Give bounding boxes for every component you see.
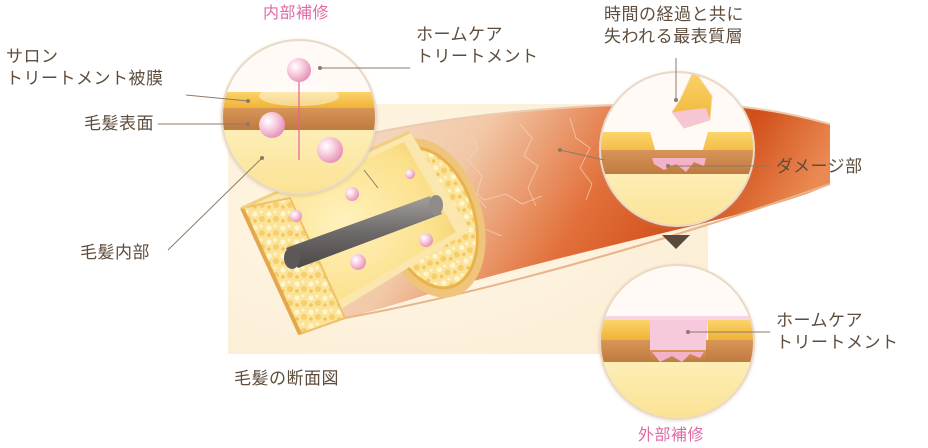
magnifier-external-repair [599,264,755,420]
leader-dots [246,66,690,334]
down-arrow-icon [662,235,690,249]
label-external-repair: 外部補修 [638,425,705,444]
label-hair-surface: 毛髪表面 [84,114,154,134]
label-home-care-treatment-top: ホームケア トリートメント [416,25,539,67]
magnifier-damage [599,71,755,227]
magnifier-internal-repair [221,39,377,195]
label-damaged-part: ダメージ部 [776,157,863,177]
leader-lines [158,58,770,333]
label-internal-repair: 内部補修 [263,3,330,22]
label-lost-outermost-layer: 時間の経過と共に 失われる最表質層 [604,5,744,47]
label-hair-interior: 毛髪内部 [80,243,150,263]
label-home-care-treatment-bottom: ホームケア トリートメント [776,311,899,353]
label-hair-cross-section: 毛髪の断面図 [234,369,339,389]
label-salon-treatment-film: サロン トリートメント被膜 [6,47,164,89]
